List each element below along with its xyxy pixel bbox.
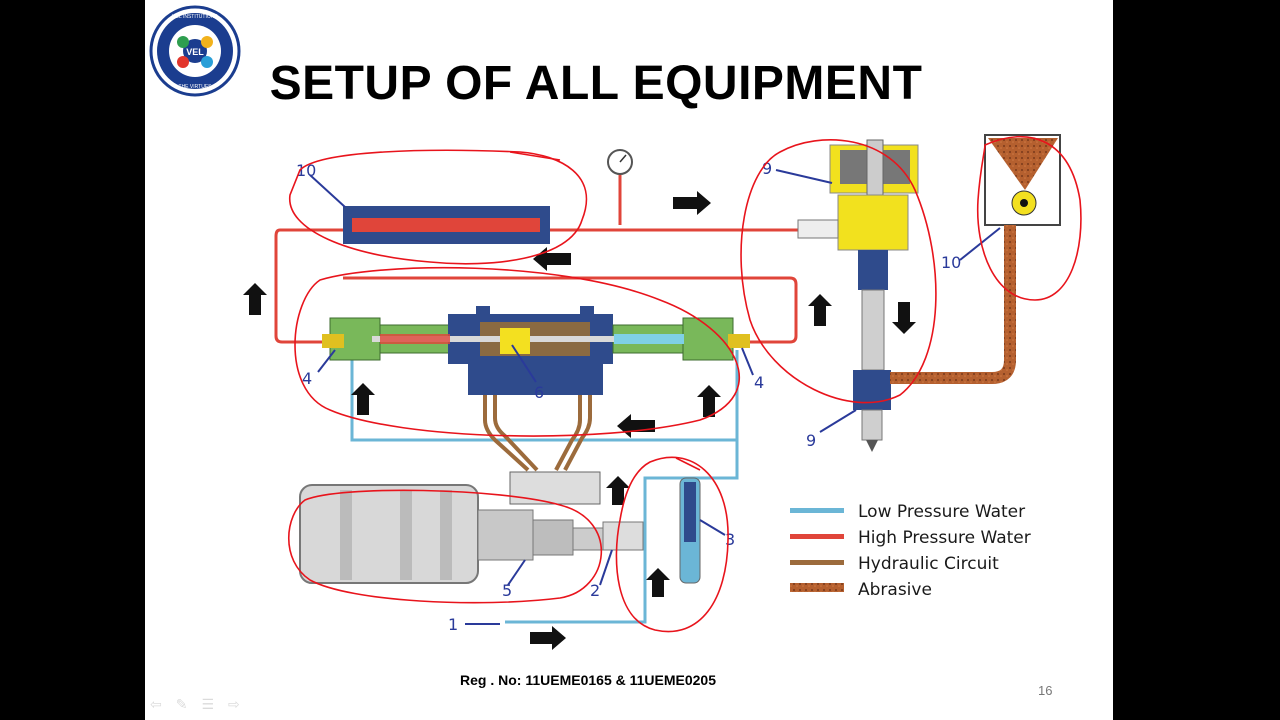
logo-center-text: VEL xyxy=(186,47,204,57)
label-3: 3 xyxy=(725,530,735,549)
label-5: 5 xyxy=(502,581,512,600)
intensifier xyxy=(322,306,750,395)
prev-icon[interactable]: ⇦ xyxy=(150,697,162,713)
legend-label-abrasive: Abrasive xyxy=(858,580,932,600)
label-8: 9 xyxy=(762,159,772,178)
pen-icon[interactable]: ✎ xyxy=(175,697,188,713)
legend: Low Pressure Water High Pressure Water H… xyxy=(790,502,1031,600)
abrasive-hopper xyxy=(890,134,1061,384)
label-7: 10 xyxy=(296,161,316,180)
legend-swatch-low-pressure xyxy=(790,508,844,513)
label-2: 2 xyxy=(590,581,600,600)
leader-lines xyxy=(309,169,1001,625)
label-6: 6 xyxy=(534,383,544,402)
next-icon[interactable]: ⇨ xyxy=(228,697,240,713)
accumulator xyxy=(343,206,550,244)
motor-pump xyxy=(299,471,644,584)
label-1: 1 xyxy=(448,615,458,634)
logo-bottom-text: THE VIRTUES xyxy=(179,84,213,90)
pressure-gauge-icon xyxy=(607,149,633,175)
waterjet-setup-diagram: 10 9 10 4 4 6 9 5 2 3 1 Low Pressure Wat… xyxy=(243,134,1082,650)
page-number: 16 xyxy=(1038,683,1053,698)
legend-swatch-high-pressure xyxy=(790,534,844,539)
logo-top-text: VEL INSTITUTIONS xyxy=(172,14,218,20)
flow-arrows xyxy=(243,191,916,650)
slide-title-text: SETUP OF ALL EQUIPMENT xyxy=(269,57,923,110)
label-4-left: 4 xyxy=(302,369,312,388)
legend-label-high-pressure: High Pressure Water xyxy=(858,528,1031,548)
label-9: 9 xyxy=(806,431,816,450)
slideshow-controls: ⇦ ✎ ☰ ⇨ xyxy=(150,697,240,713)
footer-registration: Reg . No: 11UEME0165 & 11UEME0205 xyxy=(460,672,717,688)
label-4-right: 4 xyxy=(754,373,764,392)
water-filter xyxy=(679,477,701,584)
slide: VEL VEL INSTITUTIONS THE VIRTUES SETUP O… xyxy=(145,0,1113,720)
legend-swatch-abrasive xyxy=(790,583,844,592)
slide-title: SETUP OF ALL EQUIPMENT xyxy=(145,56,1113,111)
menu-icon[interactable]: ☰ xyxy=(201,697,215,713)
legend-label-low-pressure: Low Pressure Water xyxy=(858,502,1025,522)
hand-drawn-annotations xyxy=(288,135,1082,633)
legend-swatch-hydraulic xyxy=(790,560,844,565)
label-10: 10 xyxy=(941,253,961,272)
cutting-head xyxy=(797,139,919,452)
legend-label-hydraulic: Hydraulic Circuit xyxy=(858,554,999,574)
institution-seal-icon: VEL VEL INSTITUTIONS THE VIRTUES xyxy=(149,5,241,97)
